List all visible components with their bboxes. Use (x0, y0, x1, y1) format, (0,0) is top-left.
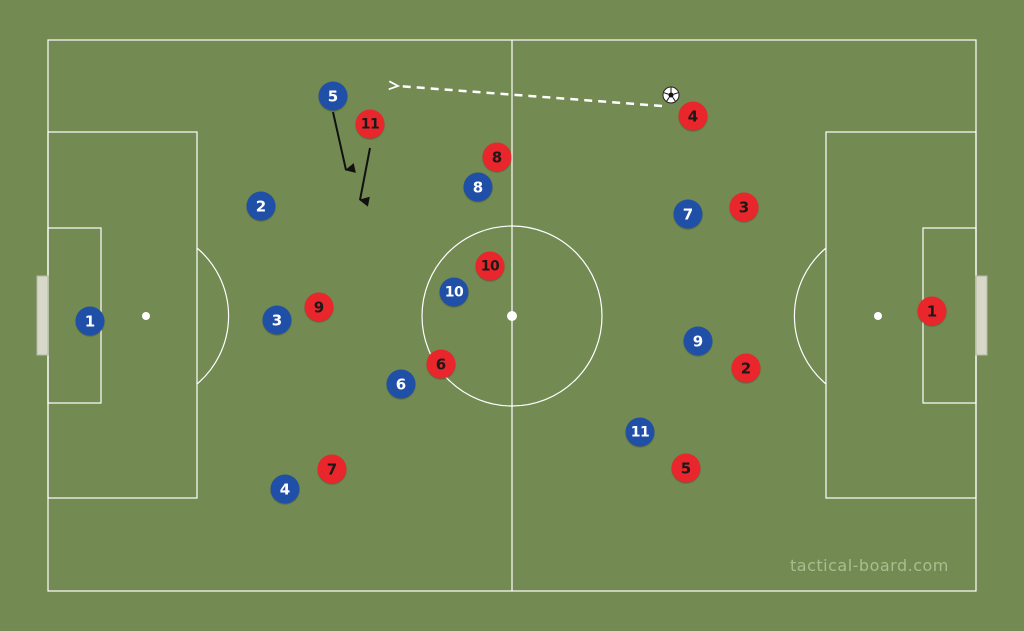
red-player-3[interactable]: 3 (729, 192, 759, 222)
red-player-7[interactable]: 7 (317, 454, 347, 484)
centre-circle (421, 225, 603, 407)
red-player-8[interactable]: 8 (482, 142, 512, 172)
red-player-5[interactable]: 5 (671, 453, 701, 483)
blue-player-8[interactable]: 8 (463, 172, 493, 202)
red-player-6[interactable]: 6 (426, 349, 456, 379)
left-goal (36, 275, 49, 356)
run-arrow-red-11[interactable] (359, 147, 371, 207)
watermark: tactical-board.com (790, 556, 949, 575)
left-penalty-arc (196, 247, 230, 385)
soccer-ball-icon[interactable] (662, 86, 680, 104)
blue-player-10[interactable]: 10 (439, 277, 469, 307)
right-penalty-spot (874, 312, 882, 320)
blue-player-7[interactable]: 7 (673, 199, 703, 229)
red-player-4[interactable]: 4 (678, 101, 708, 131)
blue-player-2[interactable]: 2 (246, 191, 276, 221)
run-arrow-blue-5[interactable] (332, 111, 356, 173)
red-player-10[interactable]: 10 (475, 251, 505, 281)
red-player-1[interactable]: 1 (917, 296, 947, 326)
red-player-2[interactable]: 2 (731, 353, 761, 383)
pass-arrow[interactable] (398, 86, 663, 108)
blue-player-11[interactable]: 11 (625, 417, 655, 447)
centre-spot (507, 311, 517, 321)
right-goal (975, 275, 988, 356)
blue-player-3[interactable]: 3 (262, 305, 292, 335)
blue-player-1[interactable]: 1 (75, 306, 105, 336)
blue-player-4[interactable]: 4 (270, 474, 300, 504)
blue-player-6[interactable]: 6 (386, 369, 416, 399)
left-penalty-spot (142, 312, 150, 320)
blue-player-9[interactable]: 9 (683, 326, 713, 356)
right-penalty-arc (793, 247, 827, 385)
blue-player-5[interactable]: 5 (318, 81, 348, 111)
red-player-11[interactable]: 11 (355, 109, 385, 139)
red-player-9[interactable]: 9 (304, 292, 334, 322)
